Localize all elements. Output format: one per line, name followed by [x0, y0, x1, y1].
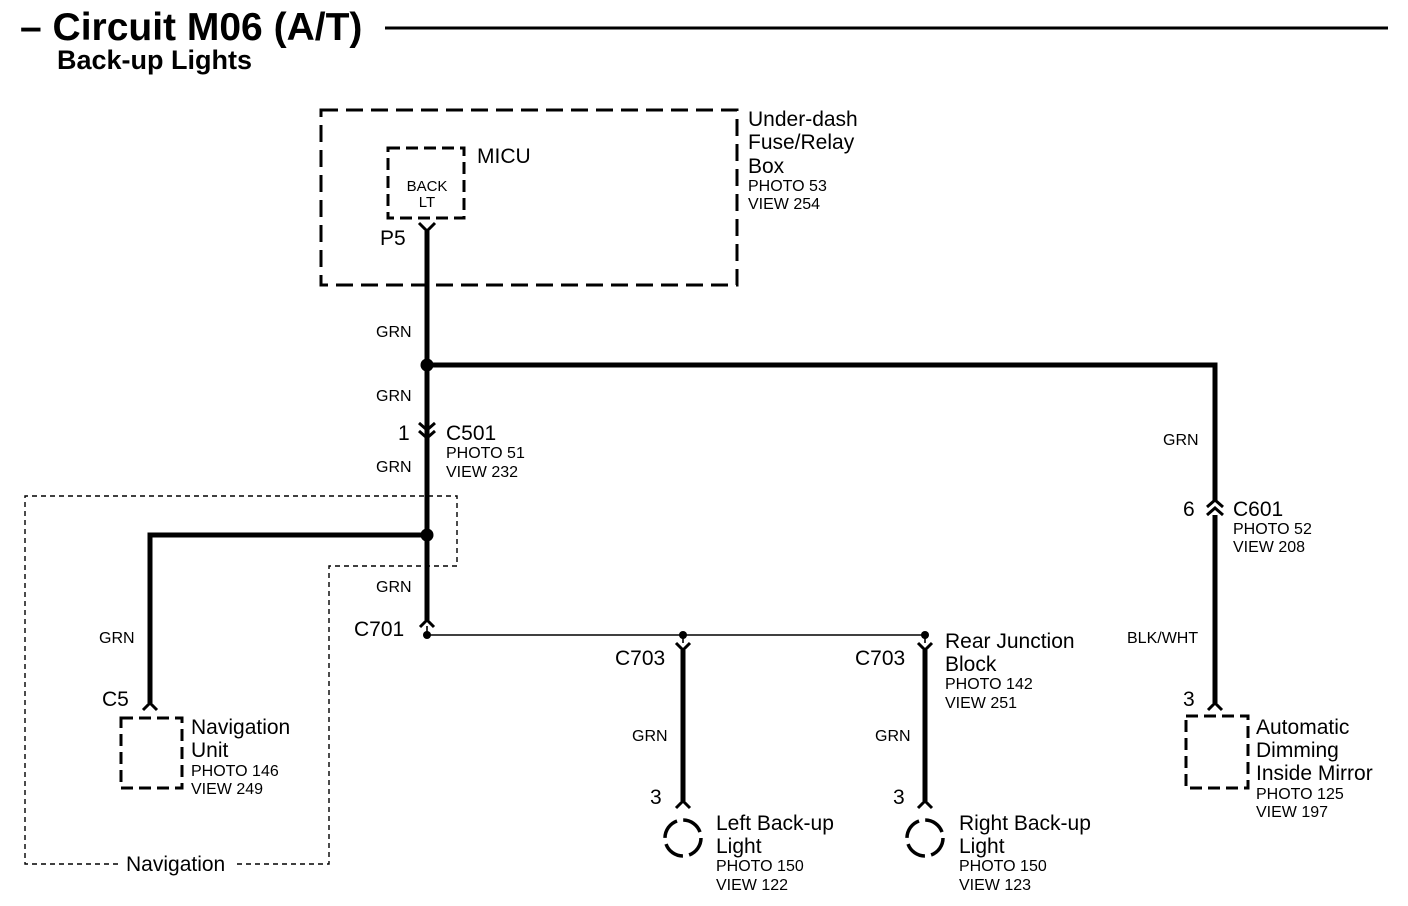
junction-dot: [423, 631, 431, 639]
wire-to-c601: [427, 362, 1218, 500]
light-photo: PHOTO 150: [959, 858, 1047, 875]
terminal-pin: 3: [650, 786, 662, 809]
wire-color-label: GRN: [875, 728, 911, 745]
connector-icon: [418, 617, 436, 629]
wires: [147, 231, 1218, 801]
splice-dot: [420, 358, 434, 372]
connector-photo: PHOTO 51: [446, 445, 525, 462]
p5-terminal-icon: [417, 221, 437, 234]
terminal-icon: [141, 700, 159, 712]
navigation-unit-view: VIEW 249: [191, 781, 263, 798]
terminal-icon: [916, 798, 934, 810]
inside-mirror-name-line: Inside Mirror: [1256, 762, 1373, 785]
navigation-unit: C5 Navigation Unit PHOTO 146 VIEW 249: [102, 688, 290, 798]
rear-junction-block-name-line: Block: [945, 653, 997, 676]
connector-name: C703: [615, 647, 665, 670]
connector-c701: C701: [354, 617, 436, 641]
right-backup-light: 3 Right Back-up Light PHOTO 150 VIEW 123: [893, 786, 1091, 894]
inside-mirror-outline: [1184, 714, 1250, 790]
connector-c601: 6 C601 PHOTO 52 VIEW 208: [1183, 498, 1312, 556]
micu-terminal-label: P5: [380, 227, 406, 250]
inside-mirror-view: VIEW 197: [1256, 804, 1328, 821]
connector-name: C5: [102, 688, 129, 711]
bulb-icon: [663, 818, 703, 858]
wire-color-label: GRN: [376, 388, 412, 405]
wire-color-label: GRN: [376, 459, 412, 476]
rear-junction-block-view: VIEW 251: [945, 695, 1017, 712]
navigation-unit-outline: [119, 716, 184, 790]
left-backup-light: 3 Left Back-up Light PHOTO 150 VIEW 122: [650, 786, 834, 894]
navigation-region: Navigation: [24, 495, 458, 876]
terminal-icon: [674, 798, 692, 810]
inside-mirror-name-line: Dimming: [1256, 739, 1339, 762]
header: – Circuit M06 (A/T) Back-up Lights: [20, 6, 1388, 75]
wire-color-label: BLK/WHT: [1127, 630, 1198, 647]
wire-color-label: GRN: [1163, 432, 1199, 449]
connector-pin: 6: [1183, 498, 1195, 521]
navigation-region-label: Navigation: [126, 853, 225, 876]
inside-mirror-name-line: Automatic: [1256, 716, 1349, 739]
connector-pin: 1: [398, 422, 410, 445]
bus-rear-junction-block: [426, 626, 925, 636]
light-name-line: Light: [716, 835, 762, 858]
wire-to-navigation: [147, 532, 427, 703]
page-subtitle: Back-up Lights: [57, 45, 252, 75]
wire-color-label: GRN: [376, 324, 412, 341]
connector-name: C703: [855, 647, 905, 670]
micu-label: MICU: [477, 145, 531, 168]
splice-dot: [420, 528, 434, 542]
fuse-relay-box: Under-dash Fuse/Relay Box PHOTO 53 VIEW …: [319, 108, 858, 287]
inside-mirror-photo: PHOTO 125: [1256, 786, 1344, 803]
wire-color-label: GRN: [376, 579, 412, 596]
connector-name: C501: [446, 422, 496, 445]
micu-fuse-label: LT: [419, 194, 435, 211]
connector-icon: [916, 641, 934, 653]
wire-color-label: GRN: [99, 630, 135, 647]
terminal-pin: 3: [893, 786, 905, 809]
navigation-region-outline: [24, 495, 458, 865]
rear-junction-block-photo: PHOTO 142: [945, 676, 1033, 693]
micu: MICU BACK LT P5: [380, 145, 531, 250]
fuse-relay-box-view: VIEW 254: [748, 196, 820, 213]
connector-c501: 1 C501 PHOTO 51 VIEW 232: [398, 421, 525, 481]
terminal-icon: [1206, 700, 1224, 712]
page-title: – Circuit M06 (A/T): [20, 6, 362, 49]
micu-fuse-label: BACK: [407, 178, 448, 195]
light-view: VIEW 122: [716, 877, 788, 894]
light-name-line: Left Back-up: [716, 812, 834, 835]
light-view: VIEW 123: [959, 877, 1031, 894]
junction-dot: [679, 631, 687, 639]
connector-c703-right: C703: [855, 641, 934, 670]
fuse-relay-box-photo: PHOTO 53: [748, 178, 827, 195]
fuse-relay-box-name-line: Box: [748, 155, 785, 178]
wire-color-label: GRN: [632, 728, 668, 745]
navigation-unit-name-line: Unit: [191, 739, 229, 762]
fuse-relay-box-name-line: Fuse/Relay: [748, 131, 855, 154]
navigation-unit-photo: PHOTO 146: [191, 763, 279, 780]
connector-view: VIEW 208: [1233, 539, 1305, 556]
connector-photo: PHOTO 52: [1233, 521, 1312, 538]
bulb-icon: [905, 818, 945, 858]
rear-junction-block-name-line: Rear Junction: [945, 630, 1075, 653]
rear-junction-block: Rear Junction Block PHOTO 142 VIEW 251: [945, 630, 1075, 712]
connector-c703-left: C703: [615, 641, 692, 670]
micu-outline: [386, 146, 466, 220]
inside-mirror: 3 Automatic Dimming Inside Mirror PHOTO …: [1183, 688, 1373, 821]
fuse-relay-box-name-line: Under-dash: [748, 108, 858, 131]
connector-view: VIEW 232: [446, 464, 518, 481]
fuse-relay-box-outline: [319, 108, 739, 287]
wire-color-labels: GRN GRN GRN GRN GRN GRN BLK/WHT GRN GRN: [99, 324, 1199, 745]
junction-dot: [921, 631, 929, 639]
light-photo: PHOTO 150: [716, 858, 804, 875]
light-name-line: Right Back-up: [959, 812, 1091, 835]
connector-name: C601: [1233, 498, 1283, 521]
connector-icon: [418, 421, 436, 440]
terminal-pin: 3: [1183, 688, 1195, 711]
light-name-line: Light: [959, 835, 1005, 858]
connector-icon: [674, 641, 692, 653]
navigation-unit-name-line: Navigation: [191, 716, 290, 739]
connector-icon: [1206, 498, 1224, 517]
connector-name: C701: [354, 618, 404, 641]
